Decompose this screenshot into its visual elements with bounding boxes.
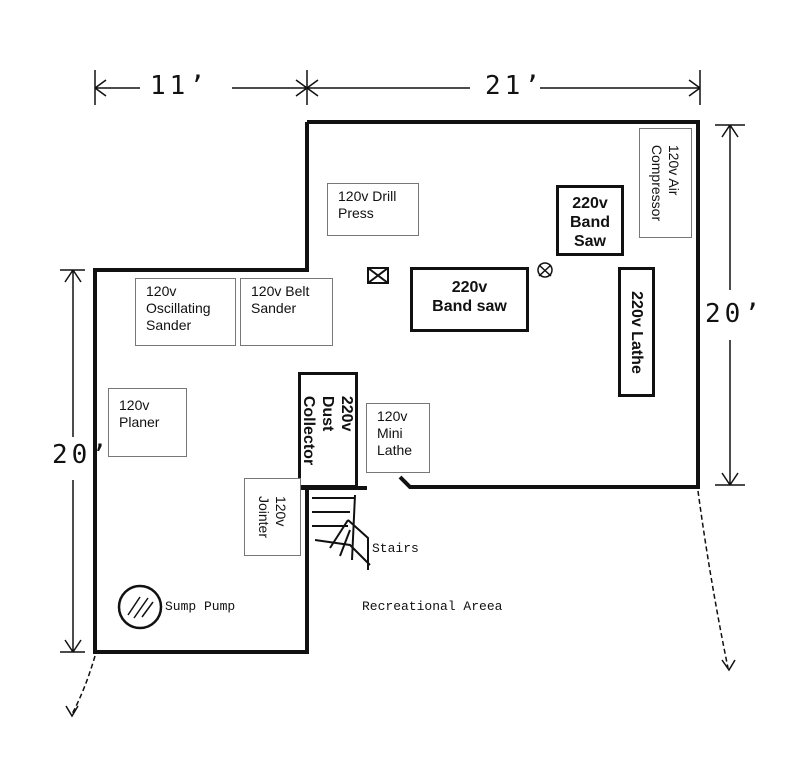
sump-pump-label: Sump Pump: [165, 599, 236, 614]
dust-collector-label: 220v Dust Collector: [300, 395, 356, 465]
air-compressor: 120v Air Compressor: [639, 128, 692, 238]
jointer: 120v Jointer: [244, 478, 301, 556]
exit-arrow-left-head: [65, 705, 79, 718]
dimension-right: [715, 124, 745, 486]
stairs-drawing: [312, 494, 371, 570]
outlet-icon: [537, 262, 553, 278]
stairs-label: Stairs: [372, 541, 419, 556]
exit-arrow-right-head: [721, 659, 736, 672]
dimension-label-20ft-right: 20’: [705, 299, 764, 329]
mini-lathe: 120v Mini Lathe: [366, 403, 430, 473]
dimension-top-right: [306, 70, 701, 105]
recreational-area-label: Recreational Areea: [362, 599, 503, 614]
dimension-label-11ft: 11’: [150, 71, 209, 101]
lathe-label: 220v Lathe: [628, 290, 645, 374]
planer: 120v Planer: [108, 388, 187, 457]
drill-press: 120v Drill Press: [327, 183, 419, 236]
band-saw-small: 220v Band Saw: [556, 185, 624, 256]
lathe: 220v Lathe: [618, 267, 655, 397]
oscillating-sander: 120v Oscillating Sander: [135, 278, 236, 346]
exit-arrow-right: [697, 490, 729, 669]
sump-pump-icon: [117, 584, 163, 630]
belt-sander: 120v Belt Sander: [240, 278, 333, 346]
dimension-label-20ft-left: 20’: [52, 440, 111, 470]
jointer-label: 120v Jointer: [256, 495, 290, 539]
outlet-icon: [367, 267, 389, 284]
exit-arrow-left: [71, 655, 96, 715]
dimension-label-21ft: 21’: [485, 71, 544, 101]
air-compressor-label: 120v Air Compressor: [649, 144, 683, 222]
walls: [93, 120, 700, 654]
dimension-left: [60, 269, 85, 653]
band-saw-large: 220v Band saw: [410, 267, 529, 332]
dust-collector: 220v Dust Collector: [298, 372, 358, 488]
